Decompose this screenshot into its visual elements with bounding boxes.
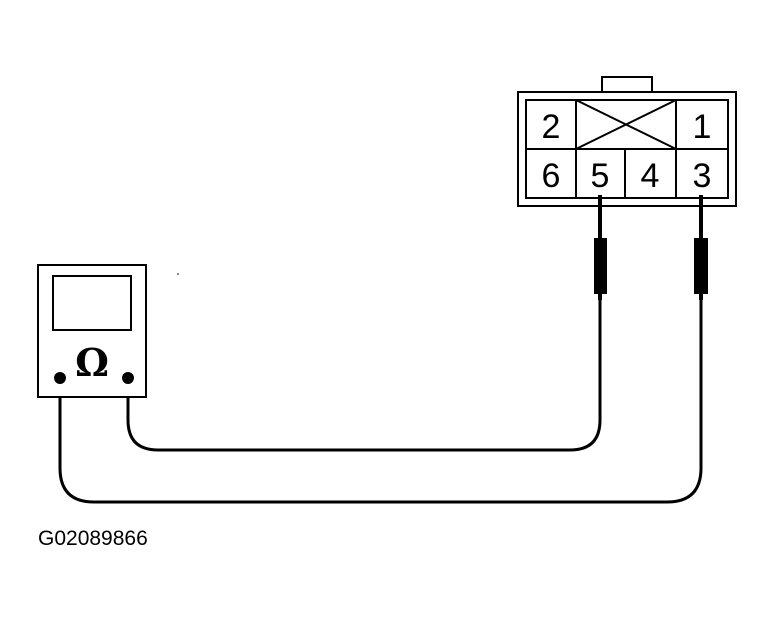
probe-tip-pin-3 xyxy=(694,238,708,294)
ohmmeter-icon: Ω xyxy=(37,264,147,398)
pin-label-5: 5 xyxy=(591,157,610,195)
test-lead-pin-3 xyxy=(58,300,703,504)
pin-label-4: 4 xyxy=(641,157,660,195)
meter-display xyxy=(52,275,132,331)
blocked-cavity-x-icon xyxy=(575,99,677,150)
pin-label-3: 3 xyxy=(693,157,712,195)
connector-lock-tab xyxy=(601,76,653,94)
probe-pin-5 xyxy=(594,195,607,300)
pin-label-6: 6 xyxy=(542,157,561,195)
meter-ohm-symbol: Ω xyxy=(75,340,109,385)
stray-dot xyxy=(177,273,179,275)
figure-code: G02089866 xyxy=(38,527,148,550)
connector xyxy=(517,76,737,207)
test-lead-pin-5 xyxy=(126,300,602,452)
meter-terminal-right xyxy=(122,372,134,384)
probe-pin-3 xyxy=(694,195,708,300)
pin-label-1: 1 xyxy=(693,108,712,146)
meter-terminal-left xyxy=(54,372,66,384)
probe-tip-pin-5 xyxy=(594,238,607,294)
pin-label-2: 2 xyxy=(542,108,561,146)
